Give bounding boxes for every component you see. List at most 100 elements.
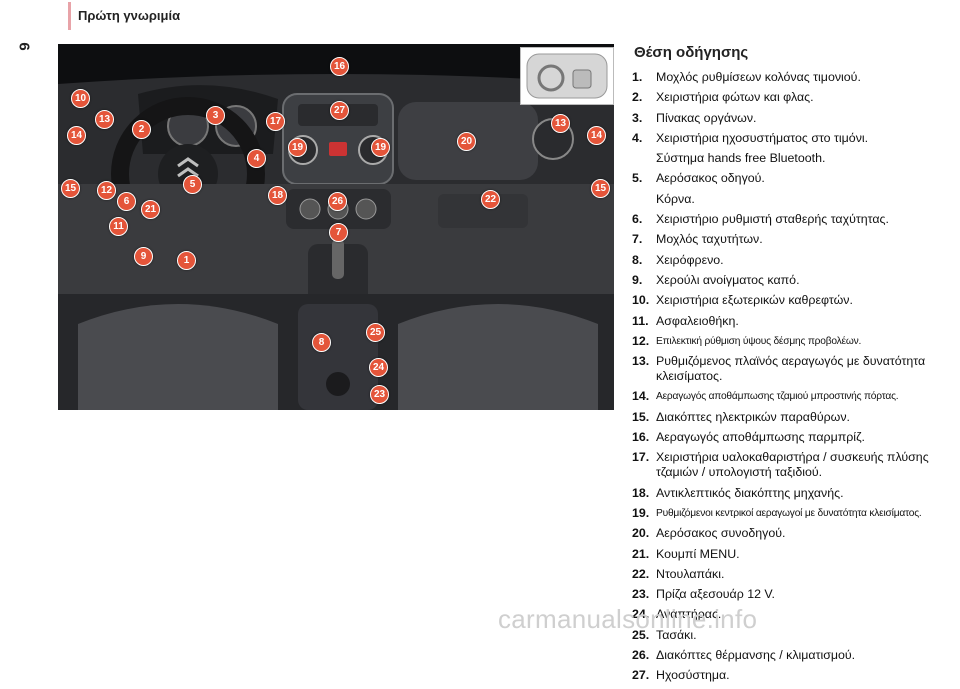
legend-number: 24. bbox=[632, 607, 650, 622]
legend-text: Αεραγωγός αποθάμπωσης τζαμιού μπροστινής… bbox=[656, 391, 899, 403]
legend-item: 1.Μοχλός ρυθμίσεων κολόνας τιμονιού. bbox=[632, 70, 952, 85]
legend-text: Ρυθμιζόμενοι κεντρικοί αεραγωγοί με δυνα… bbox=[656, 507, 922, 519]
callout-17: 17 bbox=[266, 112, 285, 131]
callout-3: 3 bbox=[206, 106, 225, 125]
legend-text: Επιλεκτική ρύθμιση ύψους δέσμης προβολέω… bbox=[656, 335, 862, 347]
legend-text: Ντουλαπάκι. bbox=[656, 566, 725, 581]
legend-item: 5.Αερόσακος οδηγού. bbox=[632, 171, 952, 186]
legend-text: Χειριστήρια εξωτερικών καθρεφτών. bbox=[656, 293, 853, 308]
callout-8: 8 bbox=[312, 333, 331, 352]
legend-number: 20. bbox=[632, 526, 650, 541]
legend-text: Διακόπτες ηλεκτρικών παραθύρων. bbox=[656, 409, 850, 424]
legend-number: 13. bbox=[632, 354, 650, 369]
callout-11: 11 bbox=[109, 217, 128, 236]
legend-text: Τασάκι. bbox=[656, 627, 697, 642]
callout-26: 26 bbox=[328, 192, 347, 211]
legend-number: 9. bbox=[632, 272, 643, 287]
callout-12: 12 bbox=[97, 181, 116, 200]
legend-item: 19. Ρυθμιζόμενοι κεντρικοί αεραγωγοί με δ… bbox=[632, 506, 952, 521]
legend-text: Αναπτήρας. bbox=[656, 607, 722, 622]
callout-19b: 19 bbox=[371, 138, 390, 157]
callout-13: 13 bbox=[95, 110, 114, 129]
legend-number: 26. bbox=[632, 648, 650, 663]
legend-text: Ρυθμιζόμενος πλαϊνός αεραγωγός με δυνατό… bbox=[656, 354, 926, 384]
legend-text: Μοχλός ρυθμίσεων κολόνας τιμονιού. bbox=[656, 70, 861, 84]
legend-list: 1.Μοχλός ρυθμίσεων κολόνας τιμονιού. 2.Χ… bbox=[632, 70, 952, 689]
callout-20: 20 bbox=[457, 132, 476, 151]
callout-2: 2 bbox=[132, 120, 151, 139]
legend-number: 14. bbox=[632, 389, 650, 404]
callout-24: 24 bbox=[369, 358, 388, 377]
legend-text: Ηχοσύστημα. bbox=[656, 668, 730, 683]
legend-text: Ασφαλειοθήκη. bbox=[656, 313, 739, 328]
legend-item-continuation: Κόρνα. bbox=[632, 192, 952, 207]
page-number: 6 bbox=[15, 42, 33, 51]
legend-number: 21. bbox=[632, 546, 650, 561]
legend-number: 19. bbox=[632, 505, 650, 520]
legend-text: Διακόπτες θέρμανσης / κλιματισμού. bbox=[656, 648, 856, 663]
callout-1: 1 bbox=[177, 251, 196, 270]
legend-text: Αερόσακος οδηγού. bbox=[656, 171, 765, 186]
legend-number: 17. bbox=[632, 450, 650, 465]
legend-text: Κόρνα. bbox=[656, 191, 695, 206]
callout-13b: 13 bbox=[551, 114, 570, 133]
legend-item: 14. Αεραγωγός αποθάμπωσης τζαμιού μπροστι… bbox=[632, 389, 952, 404]
callout-19: 19 bbox=[288, 138, 307, 157]
callout-10: 10 bbox=[71, 89, 90, 108]
section-title: Θέση οδήγησης bbox=[634, 44, 749, 61]
legend-text: Πρίζα αξεσουάρ 12 V. bbox=[656, 587, 775, 602]
legend-number: 27. bbox=[632, 668, 650, 683]
legend-number: 6. bbox=[632, 212, 643, 227]
legend-number: 11. bbox=[632, 313, 649, 328]
legend-item: 27. Ηχοσύστημα. bbox=[632, 668, 952, 683]
legend-item: 6. Χειριστήριο ρυθμιστή σταθερής ταχύτητα… bbox=[632, 212, 952, 227]
header-accent-bar bbox=[68, 2, 71, 30]
legend-number: 10. bbox=[632, 293, 650, 308]
legend-number: 18. bbox=[632, 485, 650, 500]
legend-item: 10. Χειριστήρια εξωτερικών καθρεφτών. bbox=[632, 293, 952, 308]
legend-text: Πίνακας οργάνων. bbox=[656, 110, 757, 125]
legend-number: 15. bbox=[632, 409, 650, 424]
page-header-title: Πρώτη γνωριμία bbox=[78, 8, 181, 23]
car-interior-icon bbox=[526, 53, 608, 99]
legend-text: Χειριστήρια φώτων και φλας. bbox=[656, 90, 814, 105]
legend-item: 3.Πίνακας οργάνων. bbox=[632, 111, 952, 126]
legend-number: 12. bbox=[632, 333, 650, 348]
callout-23: 23 bbox=[370, 385, 389, 404]
legend-text: Χειρόφρενο. bbox=[656, 252, 724, 267]
legend-number: 16. bbox=[632, 430, 650, 445]
callout-6: 6 bbox=[117, 192, 136, 211]
legend-item: 13. Ρυθμιζόμενος πλαϊνός αεραγωγός με δυν… bbox=[632, 354, 952, 384]
callout-5: 5 bbox=[183, 175, 202, 194]
legend-item: 20. Αερόσακος συνοδηγού. bbox=[632, 526, 952, 541]
callout-9: 9 bbox=[134, 247, 153, 266]
legend-number: 23. bbox=[632, 587, 650, 602]
legend-text: Σύστημα hands free Bluetooth. bbox=[656, 151, 826, 166]
callout-15: 15 bbox=[61, 179, 80, 198]
legend-item: 7. Μοχλός ταχυτήτων. bbox=[632, 232, 952, 247]
legend-text: Μοχλός ταχυτήτων. bbox=[656, 232, 763, 247]
callout-15b: 15 bbox=[591, 179, 610, 198]
callout-22: 22 bbox=[481, 190, 500, 209]
legend-text: Κουμπί MENU. bbox=[656, 546, 740, 561]
legend-item: 25.Τασάκι. bbox=[632, 628, 952, 643]
legend-text: Αερόσακος συνοδηγού. bbox=[656, 526, 786, 541]
legend-text: Χειριστήρια υαλοκαθαριστήρα / συσκευής π… bbox=[656, 450, 929, 480]
legend-item: 16. Αεραγωγός αποθάμπωσης παρμπρίζ. bbox=[632, 430, 952, 445]
legend-item: 8. Χειρόφρενο. bbox=[632, 253, 952, 268]
legend-item: 15. Διακόπτες ηλεκτρικών παραθύρων. bbox=[632, 410, 952, 425]
callout-14: 14 bbox=[67, 126, 86, 145]
callout-25: 25 bbox=[366, 323, 385, 342]
legend-item-continuation: Σύστημα hands free Bluetooth. bbox=[632, 151, 952, 166]
legend-item: 26. Διακόπτες θέρμανσης / κλιματισμού. bbox=[632, 648, 952, 663]
legend-number: 8. bbox=[632, 252, 643, 267]
callout-18: 18 bbox=[268, 186, 287, 205]
legend-text: Χειριστήριο ρυθμιστή σταθερής ταχύτητας. bbox=[656, 212, 889, 227]
legend-text: Χειριστήρια ηχοσυστήματος στο τιμόνι. bbox=[656, 130, 869, 145]
legend-item: 11. Ασφαλειοθήκη. bbox=[632, 314, 952, 329]
legend-number: 7. bbox=[632, 232, 643, 247]
legend-number: 4. bbox=[632, 130, 643, 145]
legend-item: 24. Αναπτήρας. bbox=[632, 607, 952, 622]
driver-position-inset bbox=[520, 47, 614, 105]
legend-text: Αεραγωγός αποθάμπωσης παρμπρίζ. bbox=[656, 430, 865, 445]
